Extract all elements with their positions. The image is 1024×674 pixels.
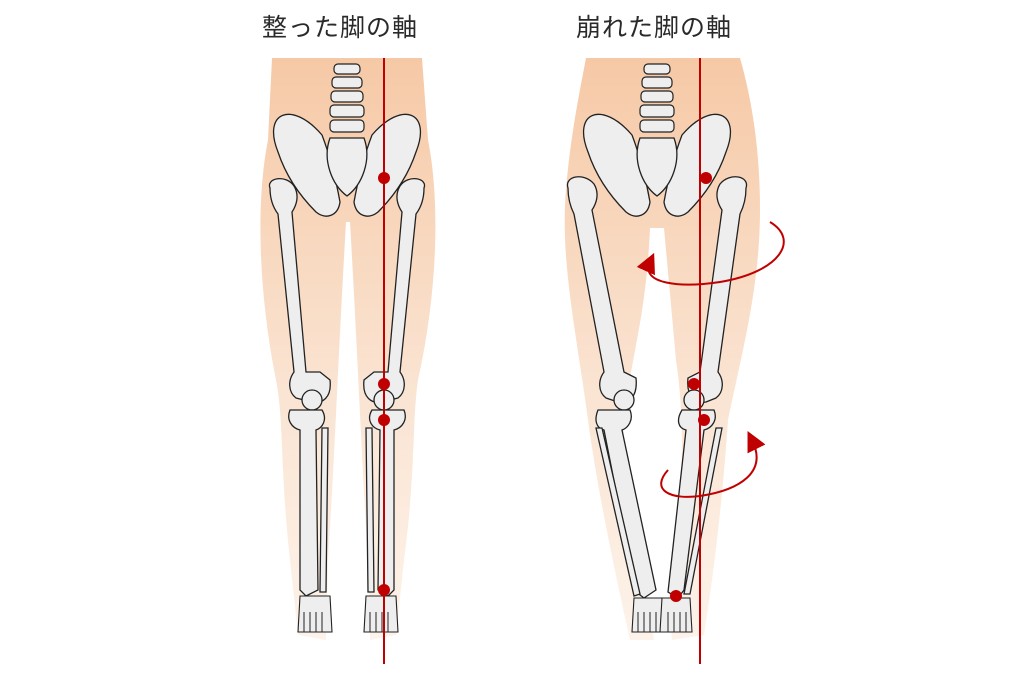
axis-marker-ankle-right (670, 590, 682, 602)
toes-left (303, 612, 389, 632)
lower-legs-left (288, 409, 406, 597)
title-misaligned-leg-axis: 崩れた脚の軸 (576, 13, 733, 42)
axis-marker-ankle-left (378, 584, 390, 596)
axis-marker-knee-upper-right (688, 378, 700, 390)
axis-marker-knee-lower-left (378, 414, 390, 426)
rotation-arrow-shin (660, 431, 766, 498)
axis-marker-knee-lower-right (698, 414, 710, 426)
pelvis-right (582, 113, 732, 217)
kneecap-left-a (301, 389, 323, 411)
axis-marker-hip-right (700, 172, 712, 184)
lower-legs-right (595, 409, 723, 599)
axis-marker-hip-left (378, 172, 390, 184)
toes-right (637, 612, 687, 632)
spine-right (639, 63, 675, 133)
title-aligned-leg-axis: 整った脚の軸 (262, 13, 419, 42)
feet-right (631, 597, 693, 633)
femurs-left (268, 178, 426, 404)
rotation-arrow-thigh (636, 221, 785, 286)
figure-misaligned (564, 58, 785, 664)
figure-aligned (260, 58, 436, 664)
spine-left (329, 63, 365, 133)
axis-marker-knee-upper-left (378, 378, 390, 390)
kneecap-right-a (613, 389, 635, 411)
feet-left (297, 595, 399, 633)
pelvis-left (272, 113, 422, 217)
